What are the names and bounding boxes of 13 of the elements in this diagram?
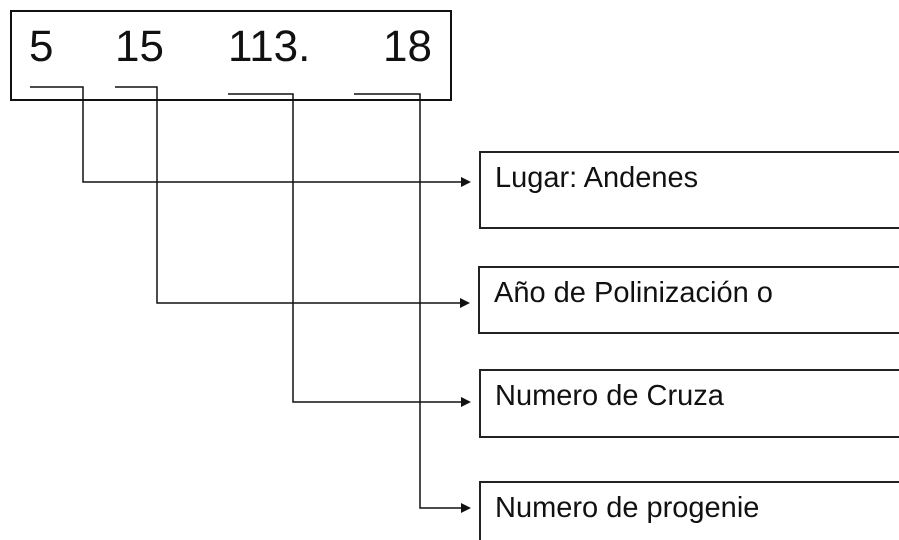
code-digit-group: 15 bbox=[115, 22, 167, 87]
code-digit-group: 5 bbox=[29, 22, 59, 87]
description-box: Año de Polinización o bbox=[478, 266, 899, 334]
description-box: Numero de progenie bbox=[479, 481, 899, 540]
description-box: Numero de Cruza bbox=[479, 369, 899, 438]
leader-arrow bbox=[228, 93, 471, 407]
leader-arrow bbox=[30, 86, 471, 187]
code-digit-group: 113. bbox=[228, 22, 318, 94]
code-box bbox=[10, 10, 452, 101]
leader-arrow bbox=[115, 86, 470, 308]
leader-arrow bbox=[354, 93, 471, 513]
description-box: Lugar: Andenes bbox=[479, 151, 899, 229]
code-digit-group: 18 bbox=[383, 22, 435, 94]
